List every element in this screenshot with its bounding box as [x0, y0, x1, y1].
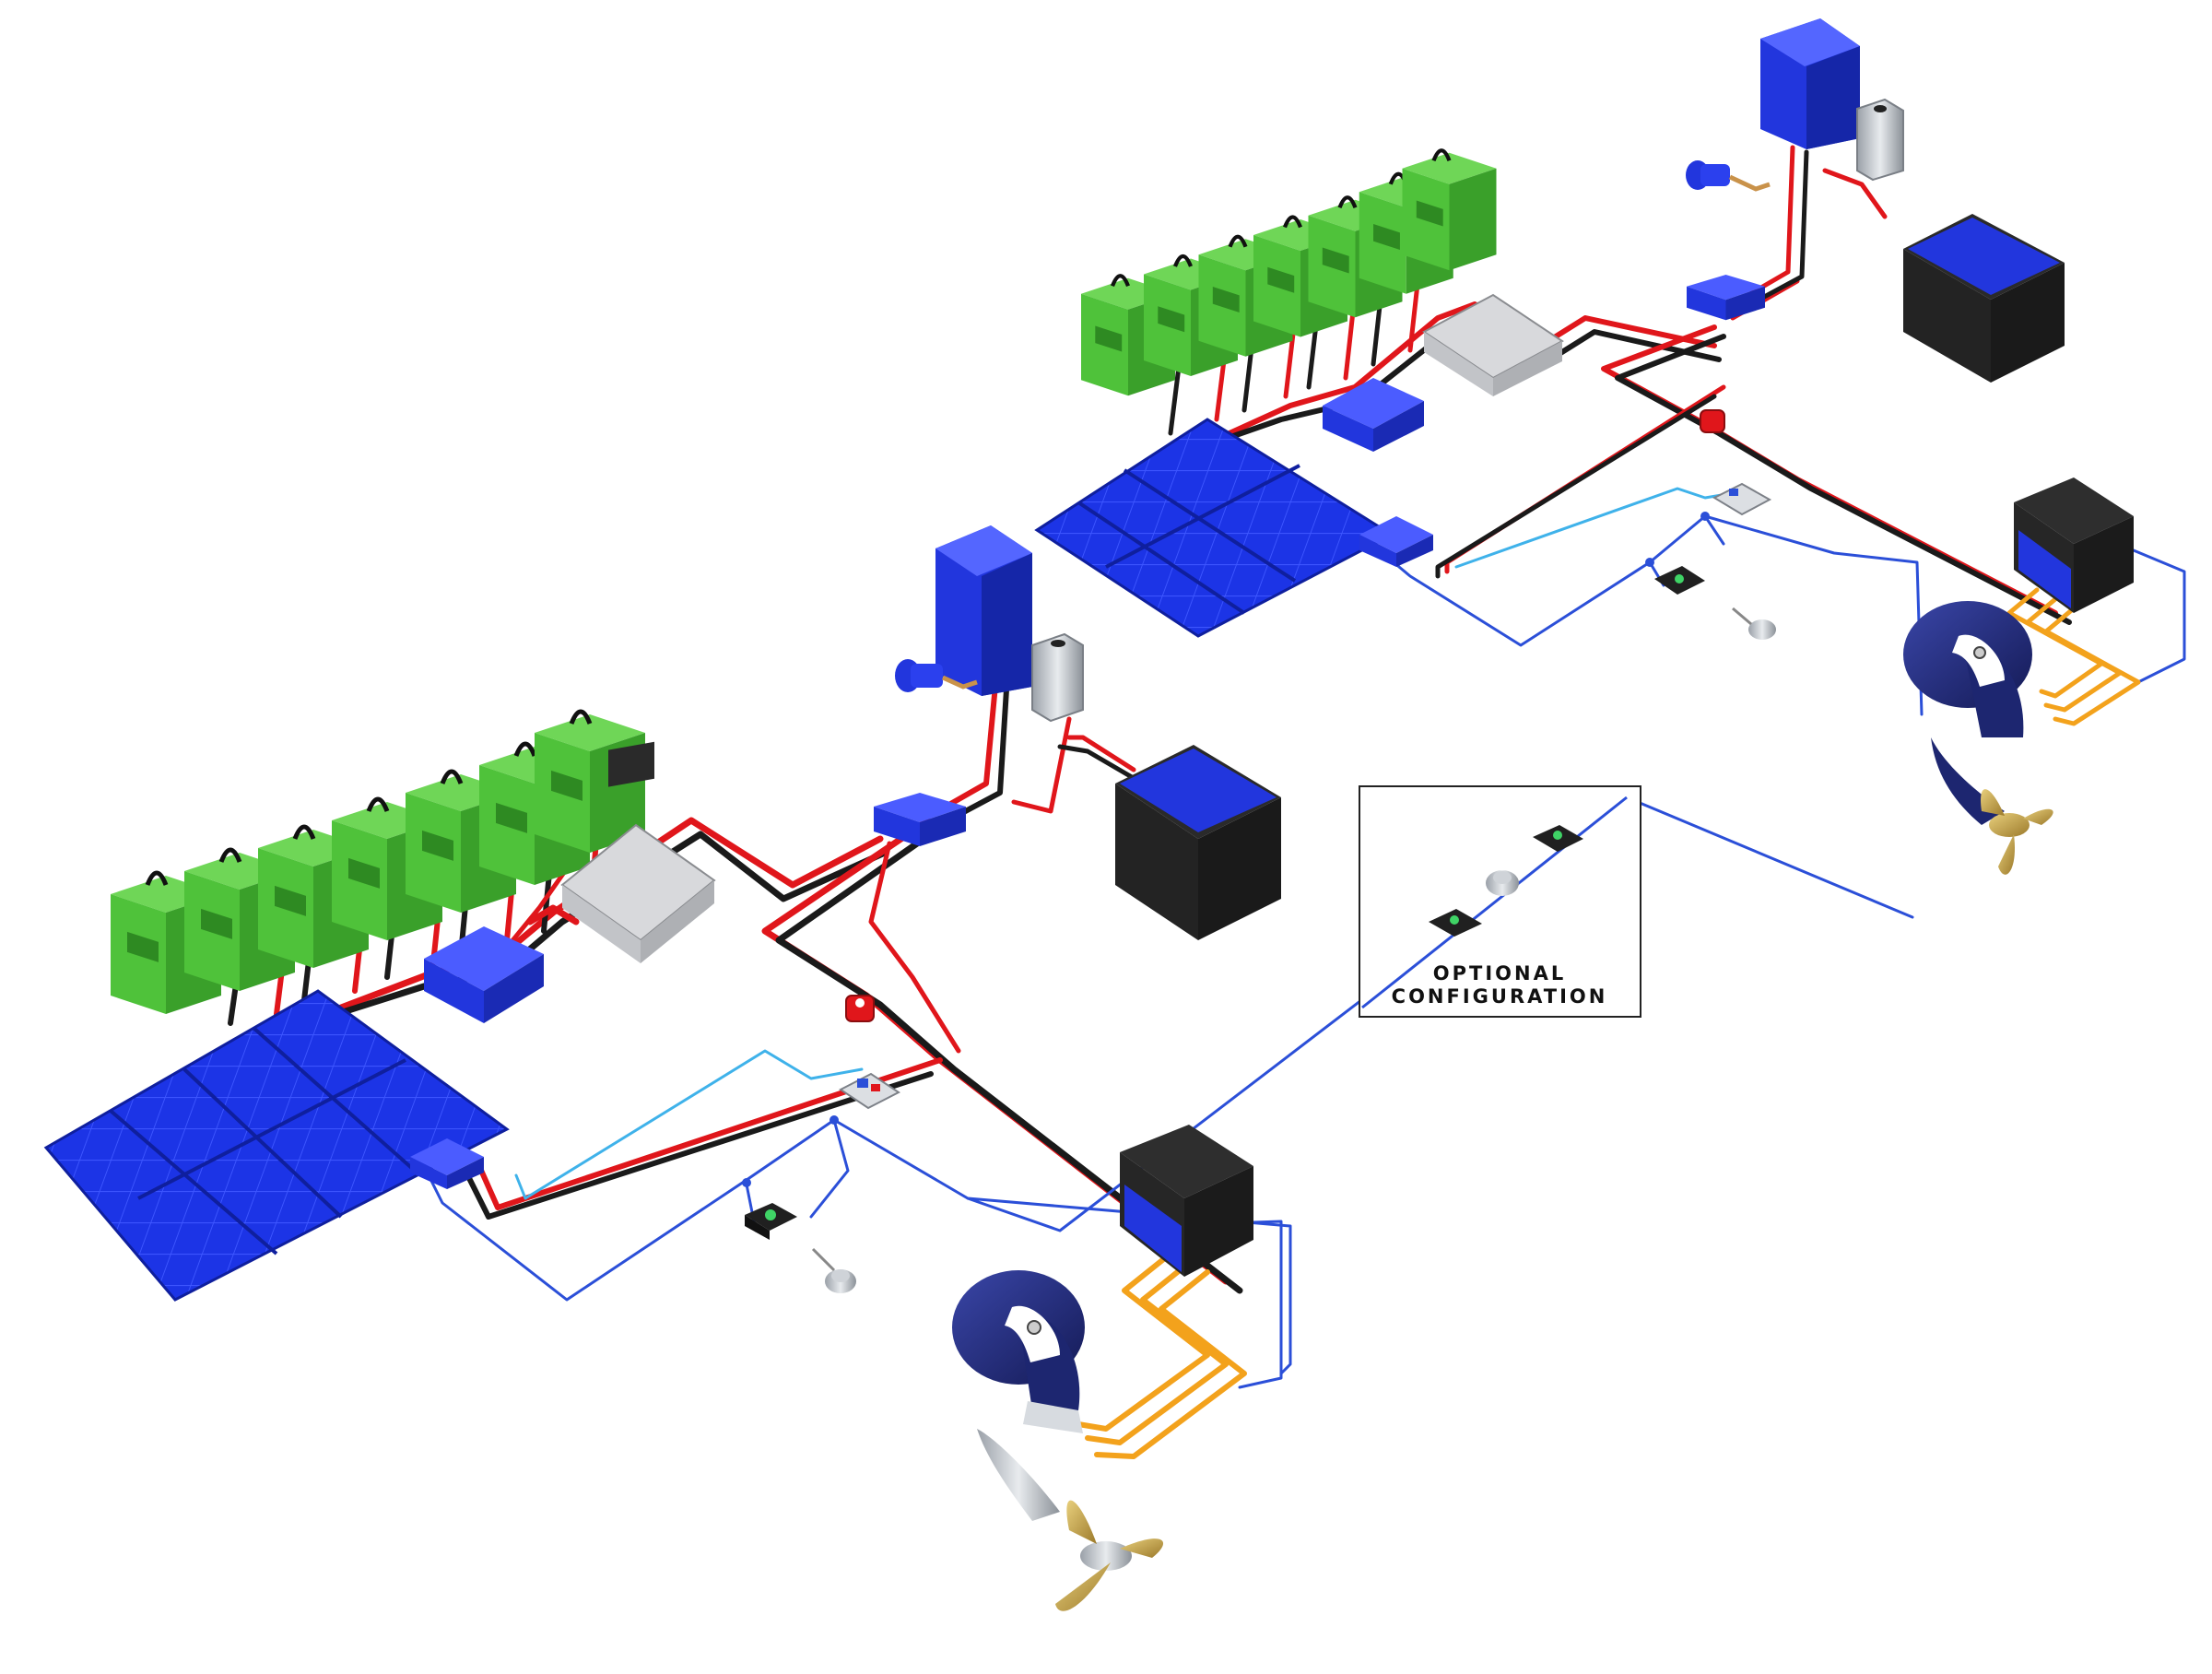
wire-red	[1011, 716, 1072, 814]
wire-orange	[1094, 1269, 1247, 1459]
throttle-icon	[811, 1247, 856, 1293]
isolation-transformer-icon	[1031, 632, 1084, 723]
battery-pack-icon	[111, 712, 645, 1014]
shore-plug-icon	[895, 659, 978, 692]
throttle-icon	[1533, 825, 1583, 852]
junction-box-icon	[560, 741, 716, 963]
display-panel-icon	[839, 1072, 900, 1110]
throttle-icon	[1654, 566, 1705, 595]
wire-black	[463, 1071, 934, 1220]
controller-box-icon	[2014, 477, 2134, 613]
fuse-icon	[845, 995, 875, 1022]
wire-blue	[966, 796, 1914, 1232]
wire-black	[775, 840, 1243, 1294]
optional-label-line1: OPTIONAL	[1433, 962, 1566, 984]
wire-red	[1822, 168, 1888, 219]
charger-icon	[1323, 378, 1424, 452]
charger-icon	[424, 926, 544, 1023]
wire-orange	[2043, 606, 2141, 726]
wire-black	[1057, 744, 1146, 786]
charger-icon	[1359, 516, 1433, 567]
isolation-transformer-icon	[1856, 98, 1904, 182]
shore-plug-icon	[1686, 160, 1771, 192]
wire-orange	[1076, 1251, 1210, 1432]
starter-battery-icon	[1115, 344, 1281, 940]
wire-red	[868, 841, 961, 1054]
wire-red	[1214, 265, 1422, 422]
wire-black	[1435, 394, 1717, 579]
throttle-icon	[1486, 870, 1519, 896]
can-nodes	[742, 512, 1710, 1187]
charger-icon	[935, 525, 1032, 696]
controller-box-icon	[1120, 1125, 1253, 1277]
junction-box-icon	[1422, 293, 1564, 396]
distribution-hub-icon	[1687, 275, 1765, 321]
wire-orange	[1085, 1260, 1229, 1445]
propeller-icon	[1981, 789, 2053, 875]
display-panel-icon	[1712, 482, 1772, 516]
wire-red	[526, 904, 580, 925]
wire-cyan	[514, 1049, 864, 1200]
throttle-icon	[745, 1203, 797, 1240]
wire-black	[1168, 278, 1385, 436]
solar-panel-icon	[1034, 418, 1395, 638]
wire-blue	[2127, 547, 2186, 684]
wire-red	[1066, 735, 1136, 772]
fuse-icon	[1700, 409, 1725, 433]
throttle-icon	[1732, 607, 1776, 640]
charger-icon	[410, 1138, 484, 1189]
outboard-motor-icon	[952, 1270, 1085, 1521]
throttle-icon	[1429, 909, 1482, 937]
propeller-icon	[1055, 1500, 1164, 1611]
optional-configuration-box: OPTIONAL CONFIGURATION	[1359, 785, 1641, 1018]
solar-panel-icon	[43, 989, 510, 1302]
optional-label-line2: CONFIGURATION	[1392, 985, 1608, 1008]
wire-red	[1186, 301, 1717, 454]
starter-battery-icon	[1903, 214, 2065, 383]
wire-blue	[1381, 514, 1924, 716]
wire-red	[477, 1057, 943, 1210]
charger-icon	[1760, 18, 1860, 149]
